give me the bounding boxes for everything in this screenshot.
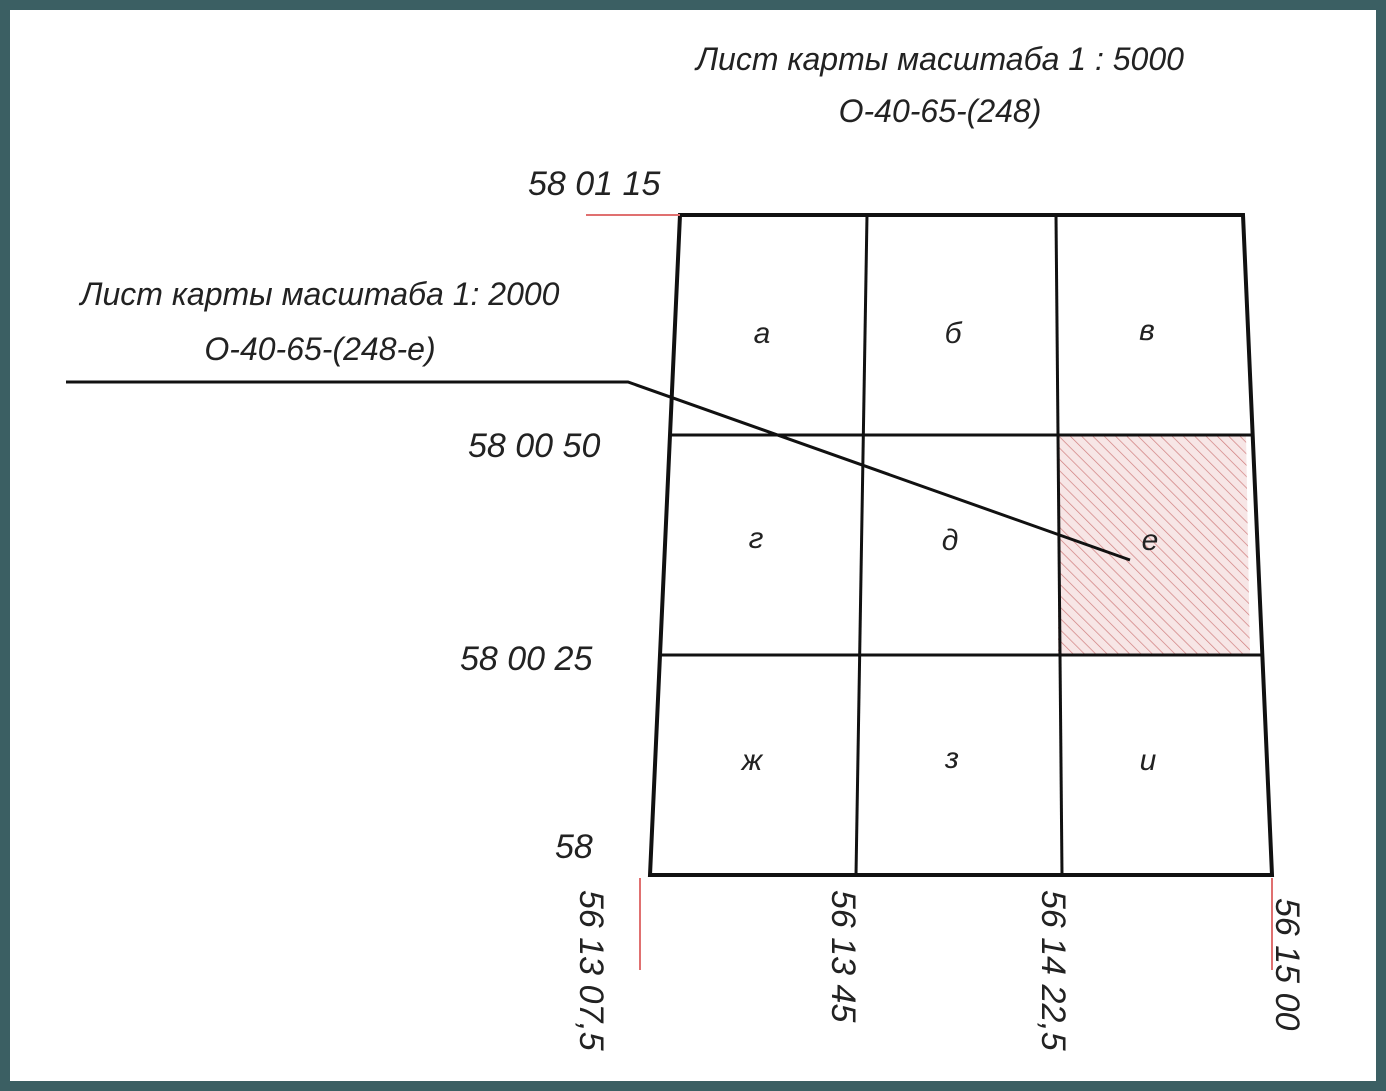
latitude-label-4: 58 xyxy=(555,828,593,866)
leader-line xyxy=(66,380,1131,562)
cell-label-zh: ж xyxy=(740,744,764,777)
highlighted-cell-e xyxy=(1058,435,1250,655)
map-sheet-diagram: Лист карты масштаба 1 : 5000 О-40-65-(24… xyxy=(66,41,1306,1051)
cell-label-d: д xyxy=(942,524,959,557)
latitude-label-3: 58 00 25 xyxy=(460,640,592,678)
cell-label-a: а xyxy=(754,317,771,350)
grid-line-v1 xyxy=(854,214,869,876)
cell-label-b: б xyxy=(945,317,963,350)
cell-label-v: в xyxy=(1139,314,1155,347)
cell-label-e: е xyxy=(1142,524,1159,557)
grid-line-v2 xyxy=(1054,214,1064,876)
title-2000-line1: Лист карты масштаба 1: 2000 xyxy=(79,276,560,312)
longitude-label-1: 56 13 07,5 xyxy=(572,890,610,1051)
longitude-label-4: 56 15 00 xyxy=(1268,898,1306,1030)
title-5000-line1: Лист карты масштаба 1 : 5000 xyxy=(694,41,1184,77)
latitude-label-1: 58 01 15 xyxy=(528,165,660,203)
longitude-label-3: 56 14 22,5 xyxy=(1034,890,1072,1051)
longitude-label-2: 56 13 45 xyxy=(824,890,862,1022)
latitude-label-2: 58 00 50 xyxy=(468,427,600,465)
cell-label-g: г xyxy=(749,522,764,555)
title-2000-line2: О-40-65-(248-е) xyxy=(204,331,435,367)
cell-label-z: з xyxy=(944,742,959,775)
cell-label-i: и xyxy=(1140,744,1157,777)
diagram-frame: Лист карты масштаба 1 : 5000 О-40-65-(24… xyxy=(10,10,1376,1081)
title-5000-line2: О-40-65-(248) xyxy=(839,93,1042,129)
